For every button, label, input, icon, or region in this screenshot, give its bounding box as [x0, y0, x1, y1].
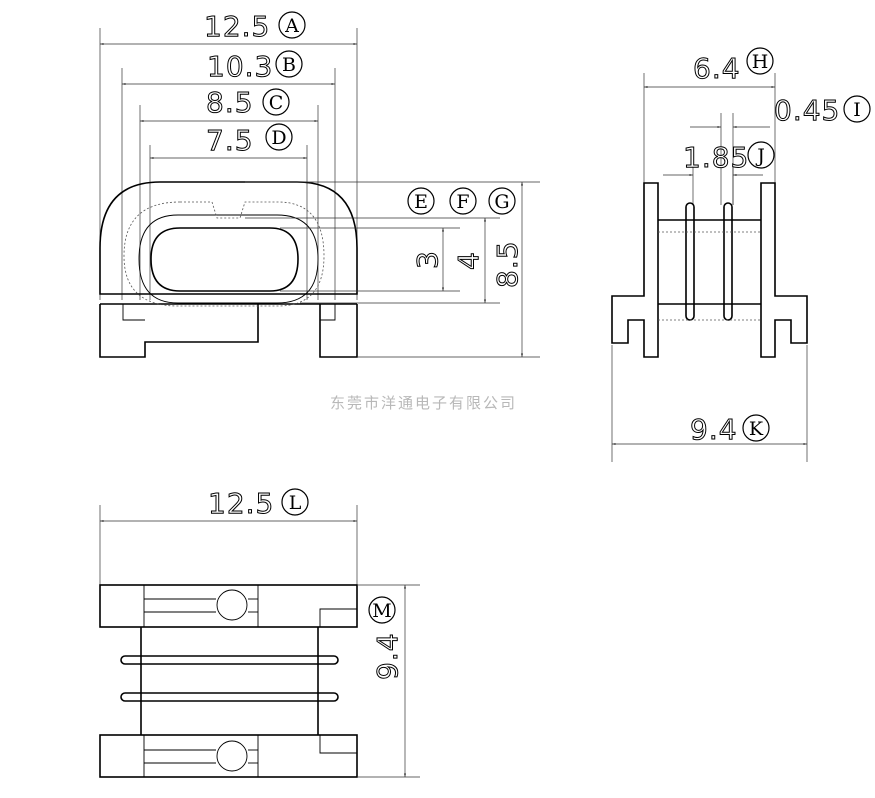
- dim-b-circle: [275, 50, 303, 78]
- dim-g-letter: G: [494, 191, 509, 213]
- dim-k-letter: K: [749, 418, 764, 440]
- dim-e-letter: E: [414, 191, 428, 213]
- dim-d-circle: [265, 123, 293, 151]
- dim-m-value: 9.4: [371, 632, 404, 680]
- dim-k-value: 9.4: [690, 413, 738, 446]
- dim-l-letter: L: [289, 492, 302, 514]
- dim-c-value: 8.5: [206, 86, 254, 119]
- dim-l-value: 12.5: [208, 487, 274, 520]
- dim-a-letter: A: [284, 15, 299, 37]
- side-view: [611, 73, 808, 462]
- company-watermark: 东莞市洋通电子有限公司: [330, 394, 517, 412]
- top-view: [99, 505, 420, 778]
- dim-c-circle: [262, 88, 290, 116]
- dim-f-value: 4: [452, 251, 485, 270]
- dim-a-value: 12.5: [204, 10, 270, 43]
- dim-g-value: 8.5: [491, 240, 524, 288]
- dim-h-circle: [746, 47, 774, 75]
- dim-j-circle: [747, 141, 775, 169]
- dim-b-letter: B: [282, 54, 296, 76]
- dim-h-letter: H: [752, 51, 769, 73]
- dim-e-value: 3: [411, 250, 444, 269]
- dim-f-letter: F: [456, 191, 469, 213]
- dim-g-circle: [488, 187, 516, 215]
- dim-m-circle: [368, 596, 396, 624]
- dim-c-letter: C: [269, 92, 284, 114]
- dim-k-circle: [742, 414, 770, 442]
- dim-b-value: 10.3: [207, 50, 273, 83]
- front-view: [99, 28, 540, 358]
- dim-e-circle: [407, 187, 435, 215]
- dim-i-letter: I: [853, 99, 861, 121]
- dim-j-letter: J: [755, 145, 765, 167]
- dim-l-circle: [281, 488, 309, 516]
- dim-d-value: 7.5: [206, 124, 254, 157]
- dim-j-value: 1.85: [683, 141, 749, 174]
- dim-h-value: 6.4: [693, 52, 741, 85]
- dim-d-letter: D: [271, 127, 286, 149]
- dim-m-letter: M: [372, 600, 391, 622]
- dim-a-circle: [278, 11, 306, 39]
- dim-f-circle: [449, 187, 477, 215]
- dim-i-value: 0.45: [774, 94, 840, 127]
- dim-i-circle: [843, 95, 871, 123]
